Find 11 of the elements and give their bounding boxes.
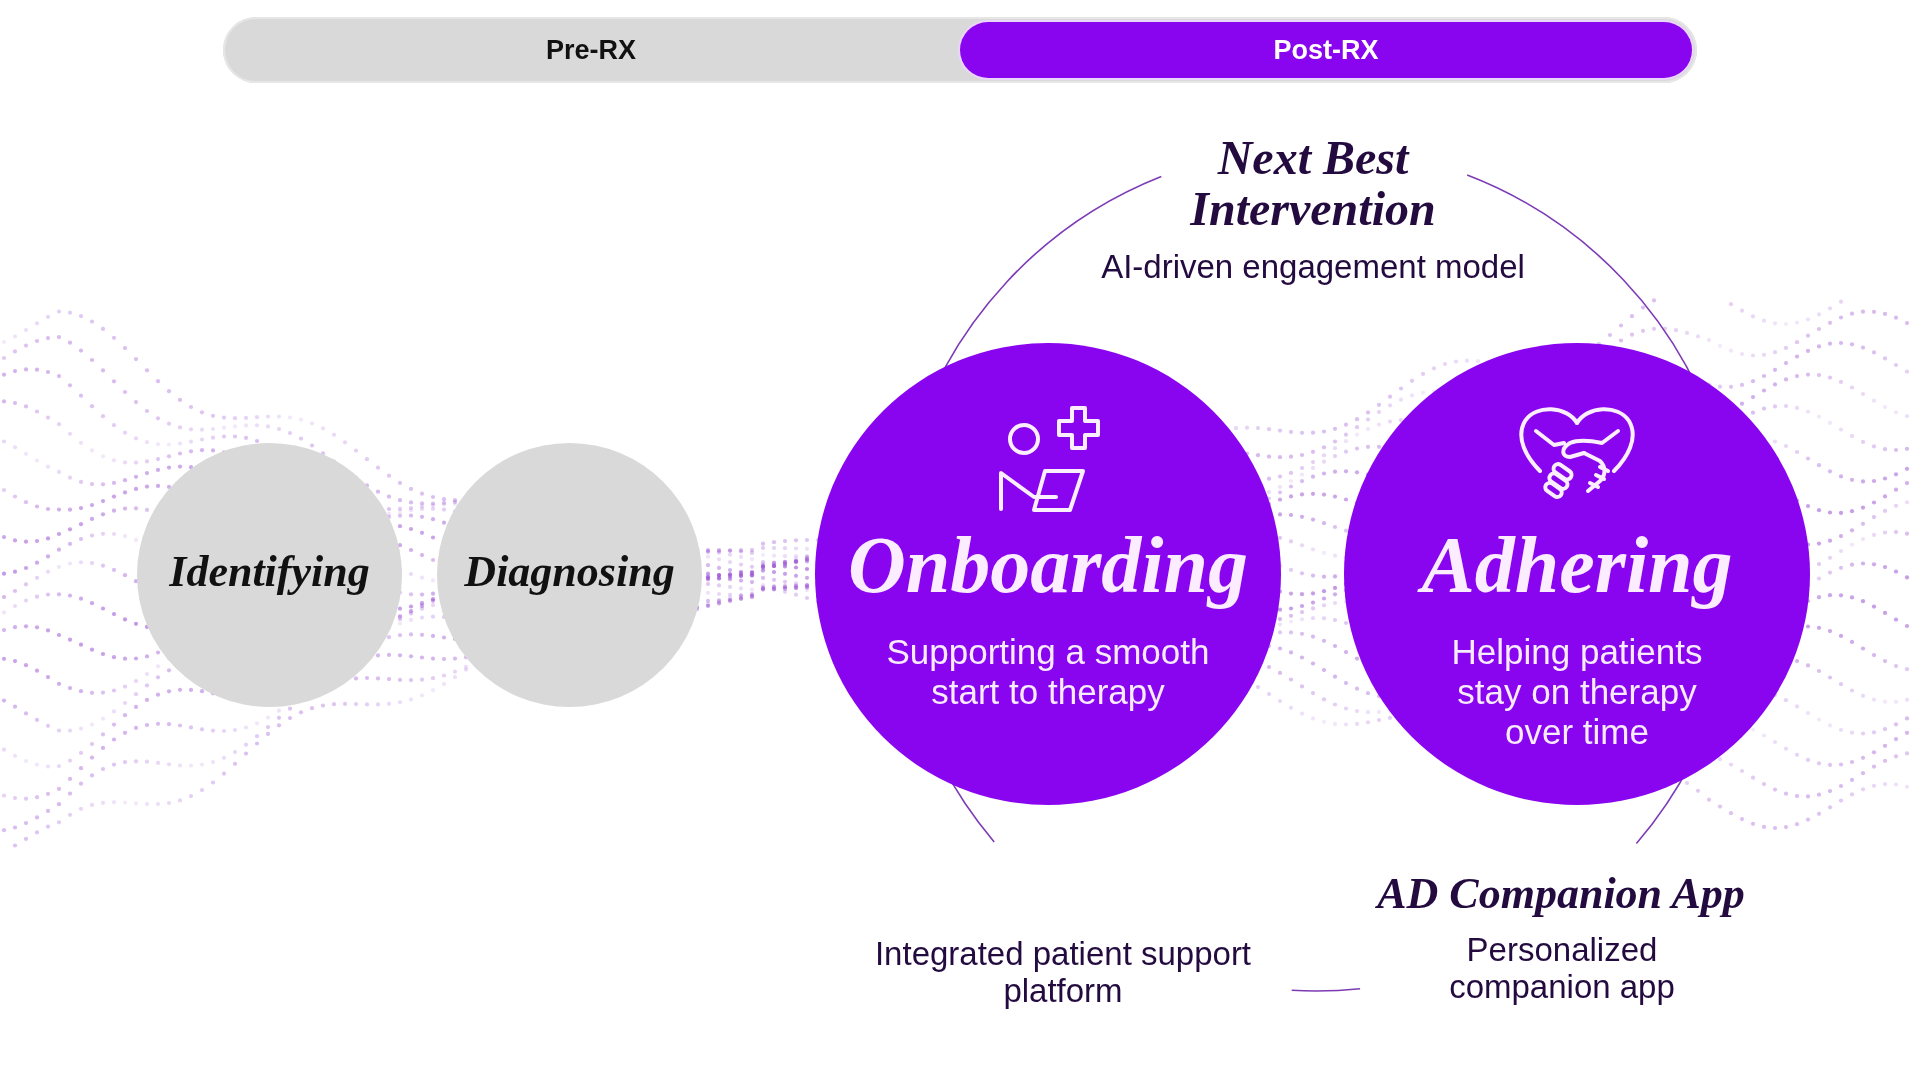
feature-description: Personalized companion app: [1448, 931, 1676, 1005]
feature-description: Integrated patient support platform: [873, 935, 1253, 1009]
stage-description: Supporting a smooth start to therapy: [885, 632, 1211, 712]
active-phase-segment: Post-RX: [960, 22, 1692, 78]
feature-title: Next Best Intervention: [1189, 132, 1437, 234]
feature-title: AD Companion App: [1377, 868, 1745, 919]
stage-description: Helping patients stay on therapy over time: [1450, 632, 1704, 752]
stage-title: Diagnosing: [464, 547, 675, 597]
feature-description: AI-driven engagement model: [1101, 248, 1525, 286]
phase-label: Pre-RX: [546, 34, 636, 67]
stage-title: Identifying: [169, 547, 370, 597]
